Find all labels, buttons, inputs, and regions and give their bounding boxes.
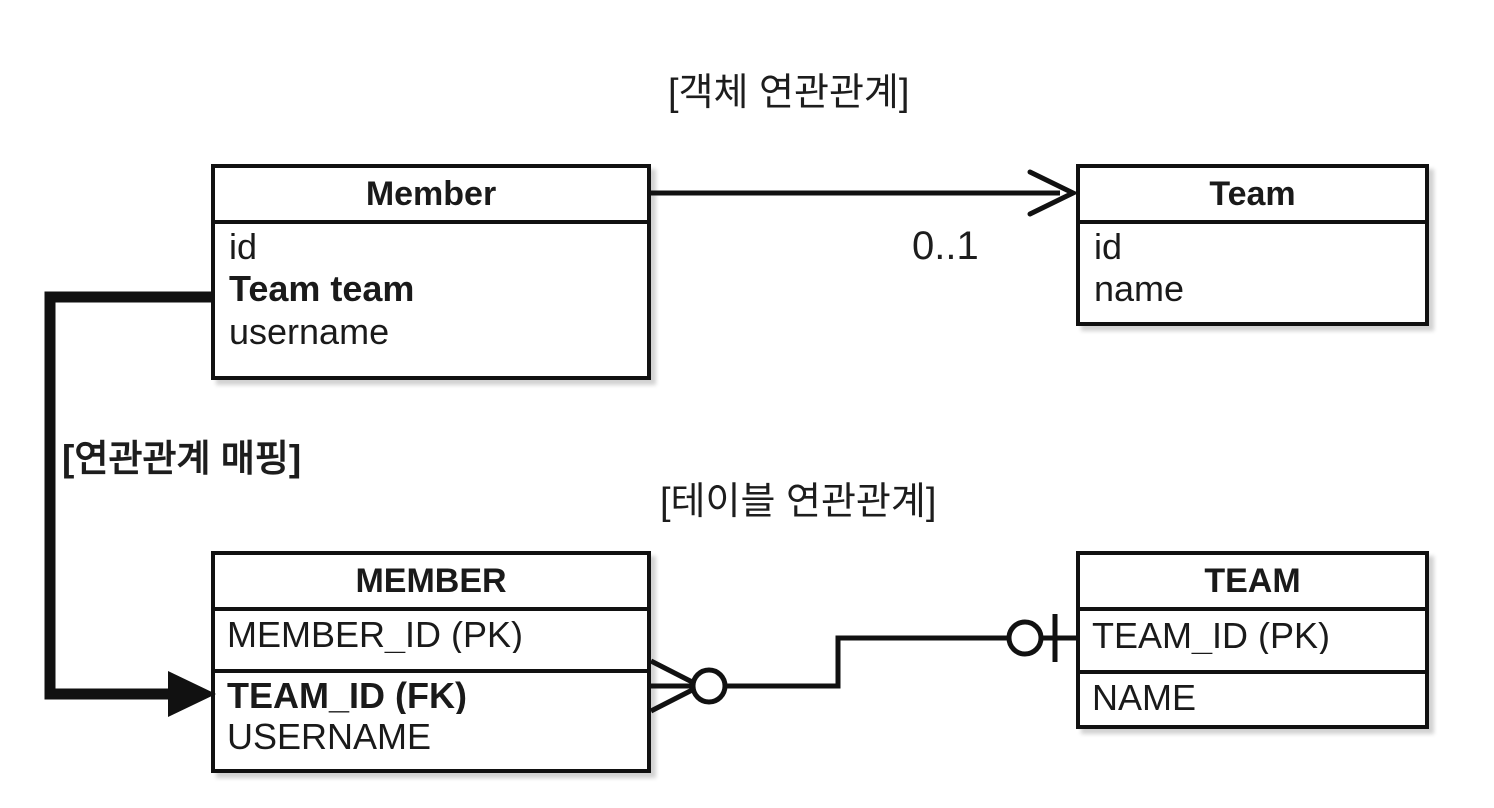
caption-association-mapping: [연관관계 매핑]	[62, 438, 302, 479]
table-box-team-pk-section: TEAM_ID (PK)	[1080, 611, 1425, 670]
caption-table-association: [테이블 연관관계]	[660, 481, 937, 523]
class-box-member-title: Member	[215, 168, 647, 224]
class-box-member[interactable]: Member id Team team username	[211, 164, 651, 380]
attribute-member-username: username	[229, 314, 390, 350]
solid-arrow-icon	[168, 671, 216, 717]
attribute-member-team: Team team	[229, 271, 415, 307]
zero-cardinality-circle-icon	[690, 667, 728, 705]
table-box-member-columns-section: TEAM_ID (FK) USERNAME	[215, 669, 647, 755]
class-box-member-attributes: id Team team username	[215, 224, 647, 350]
crowsfoot-icon	[649, 658, 702, 714]
class-box-team-attributes: id name	[1080, 224, 1425, 307]
mapping-connector	[44, 291, 216, 717]
table-box-team[interactable]: TEAM TEAM_ID (PK) NAME	[1076, 551, 1429, 729]
attribute-team-id: id	[1094, 229, 1123, 265]
class-box-team-title: Team	[1080, 168, 1425, 224]
mapping-connector-line	[44, 291, 213, 700]
association-member-to-team	[650, 169, 1079, 217]
open-arrow-icon	[1027, 169, 1079, 217]
table-box-team-title: TEAM	[1080, 555, 1425, 611]
column-member-username: USERNAME	[227, 719, 432, 755]
table-box-member[interactable]: MEMBER MEMBER_ID (PK) TEAM_ID (FK) USERN…	[211, 551, 651, 773]
column-team-id-pk: TEAM_ID (PK)	[1092, 618, 1331, 654]
attribute-member-id: id	[229, 229, 258, 265]
multiplicity-label: 0..1	[912, 224, 979, 268]
erd-relationship-line	[725, 635, 1010, 689]
table-box-team-columns-section: NAME	[1080, 670, 1425, 716]
column-member-team-id-fk: TEAM_ID (FK)	[227, 678, 467, 714]
column-member-id-pk: MEMBER_ID (PK)	[227, 617, 524, 653]
table-box-member-pk-section: MEMBER_ID (PK)	[215, 611, 647, 669]
class-box-team[interactable]: Team id name	[1076, 164, 1429, 326]
table-box-member-title: MEMBER	[215, 555, 647, 611]
zero-or-one-circle-icon	[1006, 619, 1044, 657]
erd-relationship-member-team	[649, 614, 1076, 714]
caption-object-association: [객체 연관관계]	[668, 72, 910, 114]
attribute-team-name: name	[1094, 271, 1185, 307]
column-team-name: NAME	[1092, 680, 1197, 716]
